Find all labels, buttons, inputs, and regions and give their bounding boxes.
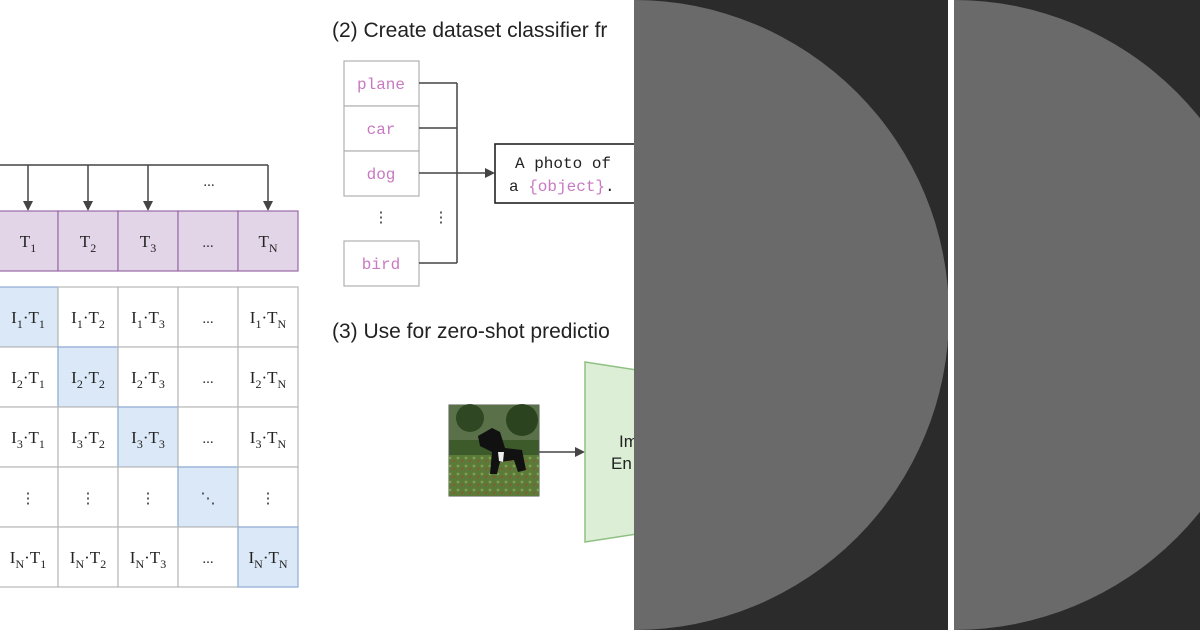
- text-embedding-row: T1 T2 T3... TN: [0, 210, 299, 272]
- matrix-cell: [177, 526, 239, 588]
- matrix-cell-label: ⋮: [141, 491, 156, 507]
- matrix-cell-label: I2·T1: [11, 368, 45, 391]
- label-connectors: [419, 82, 495, 264]
- matrix-cell-label: IN·T1: [10, 548, 46, 571]
- matrix-cell-label: ...: [202, 551, 213, 567]
- template-object: {object}: [528, 178, 605, 196]
- matrix-cell-label: I1·T1: [11, 308, 45, 331]
- section-2-heading: (2) Create dataset classifier fr: [332, 19, 607, 42]
- matrix-cell-label: I3·T2: [71, 428, 105, 451]
- dog-photo: [448, 404, 540, 497]
- image-encoder-label-line1: Im: [619, 432, 638, 451]
- matrix-cell-label: IN·T3: [130, 548, 166, 571]
- text-embedding-label: TN: [258, 232, 277, 255]
- matrix-cell-label: ...: [202, 311, 213, 327]
- matrix-cell: [237, 526, 299, 588]
- label-dog: dog: [367, 166, 396, 184]
- label-plane: plane: [357, 76, 405, 94]
- label-box-bird: [343, 240, 420, 287]
- matrix-cell: [0, 466, 59, 528]
- label-box-dog: [343, 150, 420, 197]
- matrix-cell-label: ⋮: [261, 491, 276, 507]
- matrix-cell: [57, 286, 119, 348]
- matrix-cell-label: I1·TN: [250, 308, 287, 331]
- dark-overlay: [634, 0, 1200, 630]
- matrix-cell-label: I2·TN: [250, 368, 287, 391]
- matrix-cell-label: I2·T3: [131, 368, 165, 391]
- matrix-cell-label: ...: [202, 371, 213, 387]
- connector-vdots: ⋮: [434, 210, 449, 226]
- text-embedding-label: T3: [140, 232, 156, 255]
- matrix-cell-label: I3·T3: [131, 428, 165, 451]
- matrix-cell: [57, 346, 119, 408]
- similarity-matrix: I1·T1 I1·T2 I1·T3... I1·TN I2·T1 I2·T2 I2·T3..…: [0, 286, 299, 588]
- text-embedding-label: T1: [20, 232, 36, 255]
- label-bird: bird: [362, 256, 400, 274]
- text-encoder-arrows: [0, 164, 273, 211]
- matrix-cell: [117, 526, 179, 588]
- matrix-cell-label: ⋱: [201, 491, 216, 507]
- matrix-cell-label: IN·T2: [70, 548, 106, 571]
- matrix-cell-label: ...: [202, 431, 213, 447]
- text-embedding-cell: [0, 210, 59, 272]
- top-ellipsis: ...: [203, 174, 214, 190]
- section-3-heading: (3) Use for zero-shot predictio: [332, 320, 610, 343]
- template-suffix: .: [605, 178, 615, 196]
- matrix-cell: [117, 346, 179, 408]
- label-box-car: [343, 105, 420, 152]
- text-embedding-cell: [237, 210, 299, 272]
- matrix-cell-label: I3·T1: [11, 428, 45, 451]
- matrix-cell-label: IN·TN: [248, 548, 287, 571]
- matrix-cell-label: I2·T2: [71, 368, 105, 391]
- text-embedding-cell: [57, 210, 119, 272]
- matrix-cell: [177, 346, 239, 408]
- class-labels-column: plane car dog bird ⋮ ⋮: [343, 60, 449, 287]
- overlay-half-circle-right: [954, 0, 1200, 630]
- text-embedding-label: T2: [80, 232, 96, 255]
- prompt-template-line2: a {object}.: [509, 178, 615, 196]
- matrix-cell-label: ⋮: [21, 491, 36, 507]
- labels-vdots: ⋮: [374, 210, 389, 226]
- matrix-cell: [0, 286, 59, 348]
- matrix-cell-label: I1·T3: [131, 308, 165, 331]
- matrix-cell: [237, 346, 299, 408]
- image-encoder-label-line2: En: [611, 454, 632, 473]
- matrix-cell-label: ⋮: [81, 491, 96, 507]
- overlay-half-circle-left: [634, 0, 949, 630]
- matrix-cell: [237, 286, 299, 348]
- matrix-cell: [177, 286, 239, 348]
- template-prefix: a: [509, 178, 528, 196]
- overlay-divider: [948, 0, 954, 630]
- prompt-template-line1: A photo of: [515, 155, 611, 173]
- matrix-cell-label: I3·TN: [250, 428, 287, 451]
- label-car: car: [367, 121, 396, 139]
- label-box-plane: [343, 60, 420, 107]
- matrix-cell-label: I1·T2: [71, 308, 105, 331]
- text-embedding-label: ...: [202, 235, 213, 251]
- matrix-cell: [237, 406, 299, 468]
- matrix-cell: [177, 406, 239, 468]
